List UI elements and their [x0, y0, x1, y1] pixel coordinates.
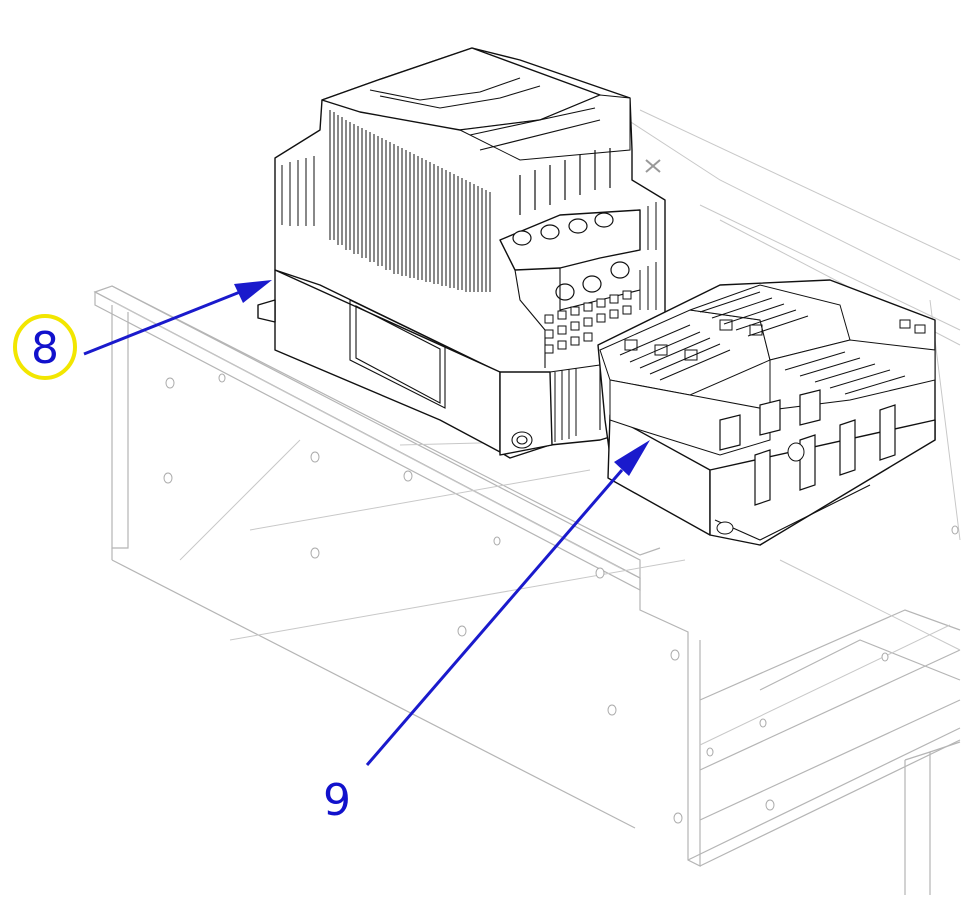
contactor-assembly — [597, 279, 936, 546]
drive-unit — [257, 47, 666, 459]
callout-8: 8 — [13, 280, 272, 380]
callout-9-label: 9 — [323, 775, 351, 826]
callout-8-label: 8 — [31, 323, 59, 374]
callout-8-leader — [83, 290, 241, 356]
callout-9: 9 — [323, 440, 650, 826]
callout-9-leader — [365, 469, 624, 766]
callout-8-highlight — [13, 314, 77, 380]
callout-9-arrowhead — [614, 440, 650, 476]
callout-8-arrowhead — [234, 280, 272, 303]
